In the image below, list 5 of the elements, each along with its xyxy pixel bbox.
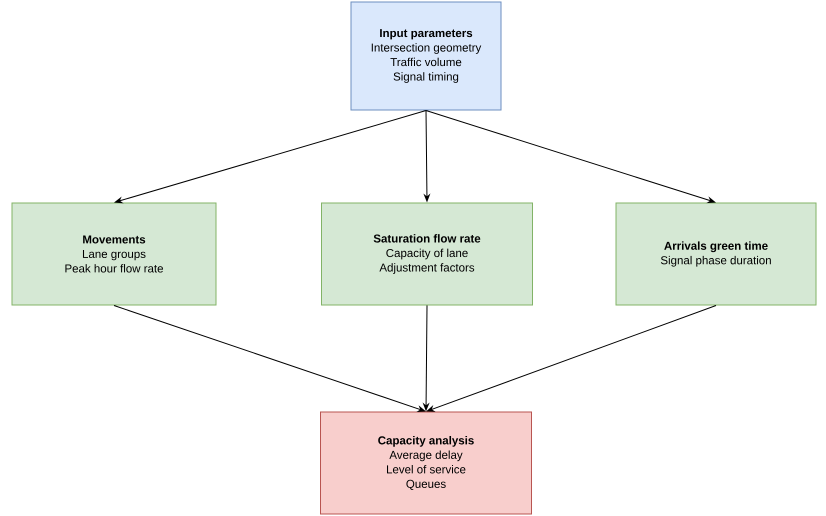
- process-box: Saturation flow rate Capacity of lane Adjustment factors: [321, 202, 533, 306]
- process-box: Input parameters Intersection geometry Traffic volume Signal timing: [350, 2, 502, 110]
- process-box: Movements Lane groups Peak hour flow rate: [12, 202, 216, 306]
- process-box: Capacity analysis Average delay Level of service Queues: [320, 412, 532, 514]
- process-box: Arrivals green time Signal phase duration: [616, 202, 817, 306]
